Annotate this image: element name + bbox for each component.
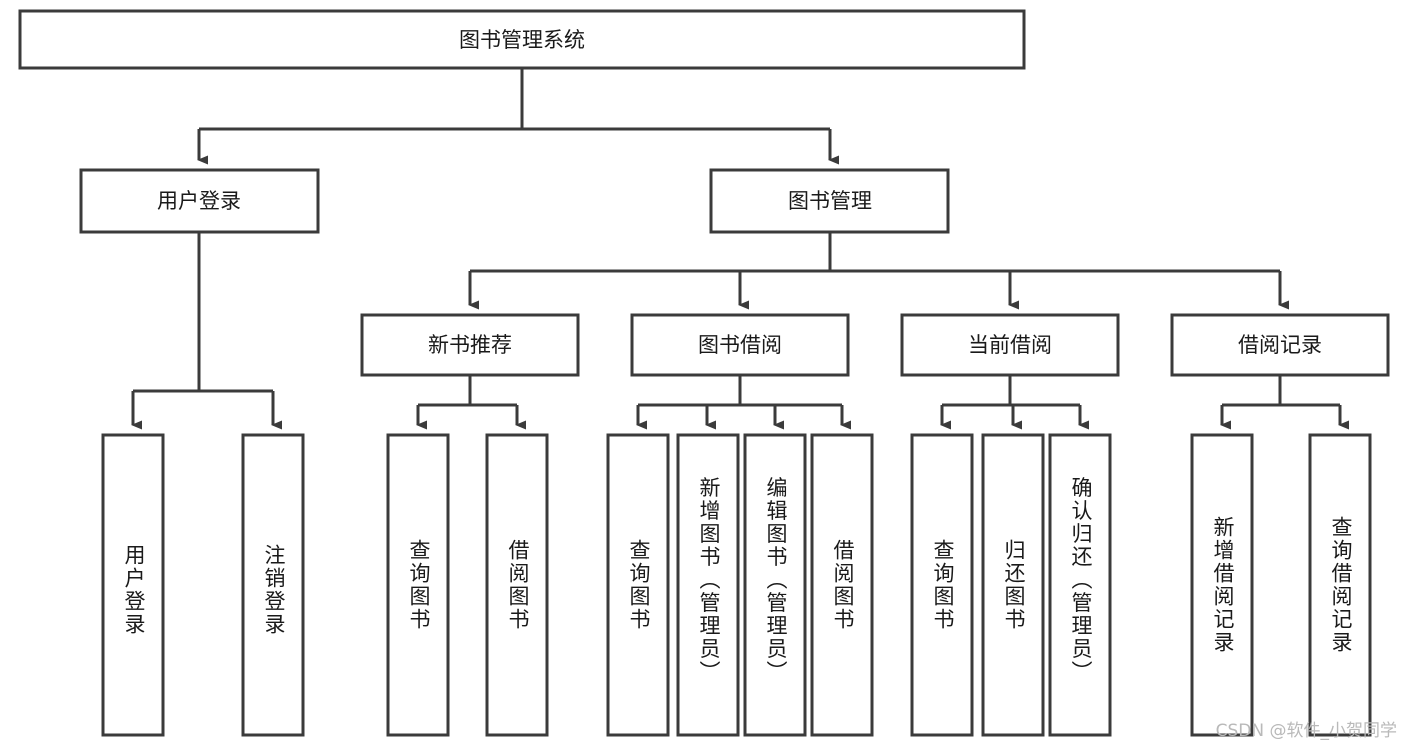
node-leaf-logout-label: 注销登录	[262, 544, 286, 636]
connector-group-book-manage	[468, 232, 1290, 310]
node-root-system-label: 图书管理系统	[459, 28, 585, 52]
node-leaf-user-login[interactable]: 用户登录	[101, 433, 165, 737]
node-leaf-borrow-book[interactable]: 借阅图书	[810, 433, 874, 737]
connector-group-user-login	[131, 232, 283, 430]
node-leaf-add-book-box	[676, 433, 740, 737]
node-leaf-confirm-return-label: 确认归还（管理员）	[1069, 477, 1093, 684]
node-leaf-return-book-label: 归还图书	[1002, 539, 1026, 631]
node-leaf-query-book-current-label: 查询图书	[931, 539, 955, 631]
node-current-borrow[interactable]: 当前借阅	[900, 313, 1120, 377]
node-leaf-borrow-book-rec-label: 借阅图书	[506, 539, 530, 631]
node-user-login-label: 用户登录	[157, 189, 241, 213]
node-leaf-borrow-book-rec[interactable]: 借阅图书	[485, 433, 549, 737]
connector-group-current-borrow	[940, 375, 1090, 430]
node-current-borrow-label: 当前借阅	[968, 333, 1052, 357]
node-current-borrow-box	[900, 313, 1120, 377]
node-leaf-query-borrow-record-box	[1308, 433, 1372, 737]
node-user-login-box	[79, 168, 320, 234]
node-leaf-borrow-book-rec-box	[485, 433, 549, 737]
node-leaf-query-book-borrow[interactable]: 查询图书	[606, 433, 670, 737]
node-leaf-add-borrow-record-box	[1190, 433, 1254, 737]
node-leaf-add-borrow-record[interactable]: 新增借阅记录	[1190, 433, 1254, 737]
node-leaf-add-book[interactable]: 新增图书（管理员）	[676, 433, 740, 737]
node-leaf-add-borrow-record-label: 新增借阅记录	[1211, 516, 1235, 654]
node-book-manage-box	[709, 168, 950, 234]
node-leaf-query-borrow-record-label: 查询借阅记录	[1329, 516, 1353, 654]
node-leaf-query-book-rec[interactable]: 查询图书	[386, 433, 450, 737]
node-borrow-record-label: 借阅记录	[1238, 333, 1322, 357]
node-root-system[interactable]: 图书管理系统	[18, 9, 1026, 70]
node-leaf-borrow-book-box	[810, 433, 874, 737]
node-leaf-query-book-current[interactable]: 查询图书	[910, 433, 974, 737]
node-leaf-edit-book-box	[743, 433, 807, 737]
node-leaf-query-book-rec-label: 查询图书	[407, 539, 431, 631]
node-leaf-edit-book-label: 编辑图书（管理员）	[764, 477, 788, 684]
node-book-borrow-box	[630, 313, 850, 377]
connector-group-root	[197, 68, 840, 165]
node-leaf-logout-box	[241, 433, 305, 737]
node-leaf-confirm-return-box	[1048, 433, 1112, 737]
node-leaf-logout[interactable]: 注销登录	[241, 433, 305, 737]
node-root-system-box	[18, 9, 1026, 70]
node-leaf-borrow-book-label: 借阅图书	[831, 539, 855, 631]
node-leaf-confirm-return[interactable]: 确认归还（管理员）	[1048, 433, 1112, 737]
node-leaf-query-book-rec-box	[386, 433, 450, 737]
node-book-borrow[interactable]: 图书借阅	[630, 313, 850, 377]
node-new-book-recommend-label: 新书推荐	[428, 333, 512, 357]
node-leaf-query-book-borrow-label: 查询图书	[627, 539, 651, 631]
node-leaf-user-login-box	[101, 433, 165, 737]
node-leaf-query-book-current-box	[910, 433, 974, 737]
node-book-borrow-label: 图书借阅	[698, 333, 782, 357]
node-leaf-return-book-box	[981, 433, 1045, 737]
node-leaf-return-book[interactable]: 归还图书	[981, 433, 1045, 737]
node-leaf-query-borrow-record[interactable]: 查询借阅记录	[1308, 433, 1372, 737]
node-user-login[interactable]: 用户登录	[79, 168, 320, 234]
node-book-manage-label: 图书管理	[788, 189, 872, 213]
node-borrow-record[interactable]: 借阅记录	[1170, 313, 1390, 377]
node-leaf-query-book-borrow-box	[606, 433, 670, 737]
node-leaf-add-book-label: 新增图书（管理员）	[697, 477, 721, 684]
node-leaf-edit-book[interactable]: 编辑图书（管理员）	[743, 433, 807, 737]
node-new-book-recommend[interactable]: 新书推荐	[360, 313, 580, 377]
node-leaf-user-login-label: 用户登录	[122, 544, 146, 636]
connector-group-book-borrow	[636, 375, 852, 430]
connector-group-borrow-record	[1220, 375, 1350, 430]
node-book-manage[interactable]: 图书管理	[709, 168, 950, 234]
node-borrow-record-box	[1170, 313, 1390, 377]
connector-group-new-book-rec	[416, 375, 527, 430]
node-new-book-recommend-box	[360, 313, 580, 377]
